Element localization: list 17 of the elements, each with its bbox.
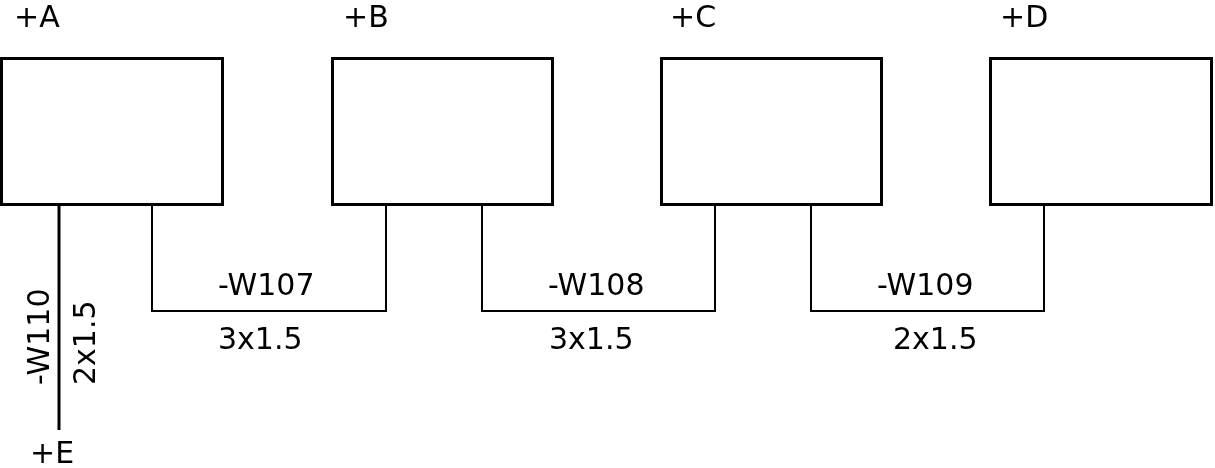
location-label: +A (14, 0, 60, 34)
cable-spec-label: 3x1.5 (549, 322, 634, 356)
cable-spec-label: 2x1.5 (893, 322, 978, 356)
cable-label: -W107 (218, 268, 315, 302)
location-label: +D (1000, 0, 1049, 34)
cable-line (810, 205, 1045, 312)
cable-line (481, 205, 716, 312)
cable-label: -W109 (877, 268, 974, 302)
location-label: +B (343, 0, 389, 34)
cable-label: -W110 (22, 288, 56, 385)
cable-line (151, 205, 387, 312)
cable-label: -W108 (548, 268, 645, 302)
cable-spec-label: 2x1.5 (68, 300, 102, 385)
cable-spec-label: 3x1.5 (218, 322, 303, 356)
cable-line (57, 206, 61, 430)
location-label: +C (670, 0, 717, 34)
location-label: +E (30, 436, 75, 468)
